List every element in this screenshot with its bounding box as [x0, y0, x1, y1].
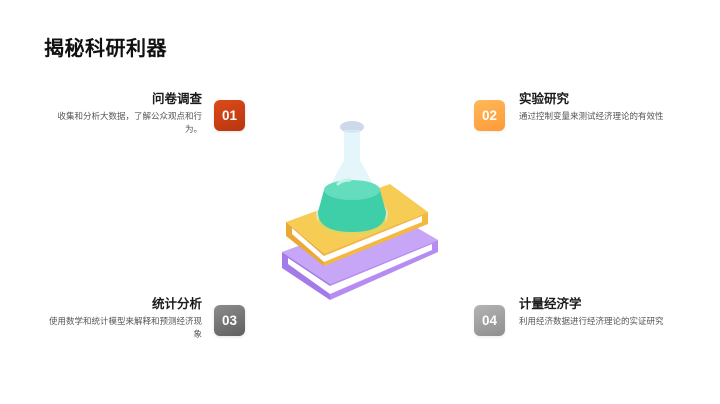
feature-statistics: 统计分析 使用数学和统计模型来解释和预测经济现象 — [44, 296, 202, 342]
feature-experiment: 实验研究 通过控制变量来测试经济理论的有效性 — [519, 91, 699, 124]
number-badge-01: 01 — [214, 100, 245, 131]
page-title: 揭秘科研利器 — [44, 36, 167, 60]
feature-econometrics: 计量经济学 利用经济数据进行经济理论的实证研究 — [519, 296, 699, 329]
number-badge-02: 02 — [474, 100, 505, 131]
feature-title: 实验研究 — [519, 91, 570, 106]
feature-description: 利用经济数据进行经济理论的实证研究 — [519, 317, 664, 327]
number-badge-04: 04 — [474, 305, 505, 336]
feature-title: 计量经济学 — [519, 296, 582, 311]
feature-description: 通过控制变量来测试经济理论的有效性 — [519, 112, 664, 122]
feature-survey: 问卷调查 收集和分析大数据，了解公众观点和行为。 — [44, 91, 202, 137]
flask-on-books-icon — [272, 112, 448, 312]
feature-description: 收集和分析大数据，了解公众观点和行为。 — [57, 112, 202, 135]
feature-title: 问卷调查 — [151, 91, 202, 106]
feature-title: 统计分析 — [151, 296, 202, 311]
number-badge-03: 03 — [214, 305, 245, 336]
feature-description: 使用数学和统计模型来解释和预测经济现象 — [48, 317, 202, 340]
